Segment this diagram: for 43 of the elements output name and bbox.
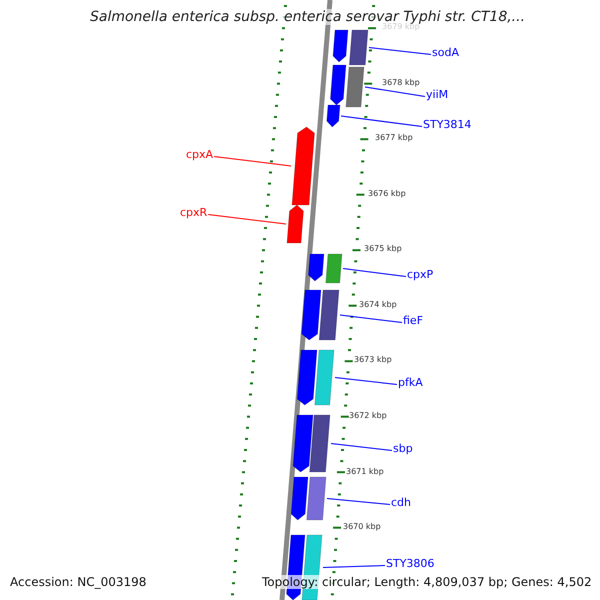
- gene-feature: [318, 290, 340, 340]
- gene-label: fieF: [403, 314, 424, 327]
- title: Salmonella enterica subsp. enterica serovar Typhi str. CT18,...: [90, 9, 526, 25]
- position-label: 3677 kbp: [375, 133, 413, 142]
- gene-feature: [325, 254, 342, 284]
- gene-label: cpxR: [180, 206, 208, 219]
- position-label: 3672 kbp: [349, 411, 387, 420]
- gene-label: cpxP: [407, 268, 434, 281]
- gene-label: cdh: [391, 496, 412, 509]
- position-label: 3675 kbp: [364, 244, 402, 253]
- leader-line: [340, 116, 422, 127]
- gene-label: sbp: [393, 442, 413, 455]
- leader-line: [214, 156, 292, 166]
- position-label: 3670 kbp: [343, 522, 381, 531]
- gene-feature: [309, 414, 330, 472]
- gene-feature: [326, 104, 340, 128]
- leader-line: [368, 47, 432, 55]
- leader-line: [208, 214, 286, 224]
- gene-label: STY3806: [386, 557, 434, 570]
- gene-feature: [314, 350, 334, 406]
- gene-feature: [306, 476, 326, 520]
- info-text: Accession: NC_003198: [10, 575, 146, 589]
- leader-line: [330, 443, 392, 451]
- leader-line: [364, 86, 426, 97]
- leader-line: [322, 565, 386, 568]
- leader-line: [342, 268, 406, 277]
- position-label: 3676 kbp: [368, 189, 406, 198]
- position-label: 3678 kbp: [382, 78, 420, 87]
- gene-label: cpxA: [186, 148, 214, 161]
- position-label: 3673 kbp: [354, 355, 392, 364]
- position-label: 3671 kbp: [346, 467, 384, 476]
- gene-feature: [348, 30, 368, 66]
- gene-feature: [346, 66, 364, 108]
- gene-label: pfkA: [398, 376, 423, 389]
- leader-line: [334, 377, 398, 385]
- gene-label: STY3814: [423, 118, 472, 131]
- gene-feature: [286, 204, 304, 244]
- gene-label: sodA: [432, 46, 459, 59]
- position-label: 3674 kbp: [359, 300, 397, 309]
- leader-line: [326, 498, 390, 505]
- leader-line: [340, 314, 402, 323]
- gene-label: yiiM: [426, 88, 448, 101]
- info-text: Topology: circular; Length: 4,809,037 bp; Genes: 4,502: [262, 575, 592, 589]
